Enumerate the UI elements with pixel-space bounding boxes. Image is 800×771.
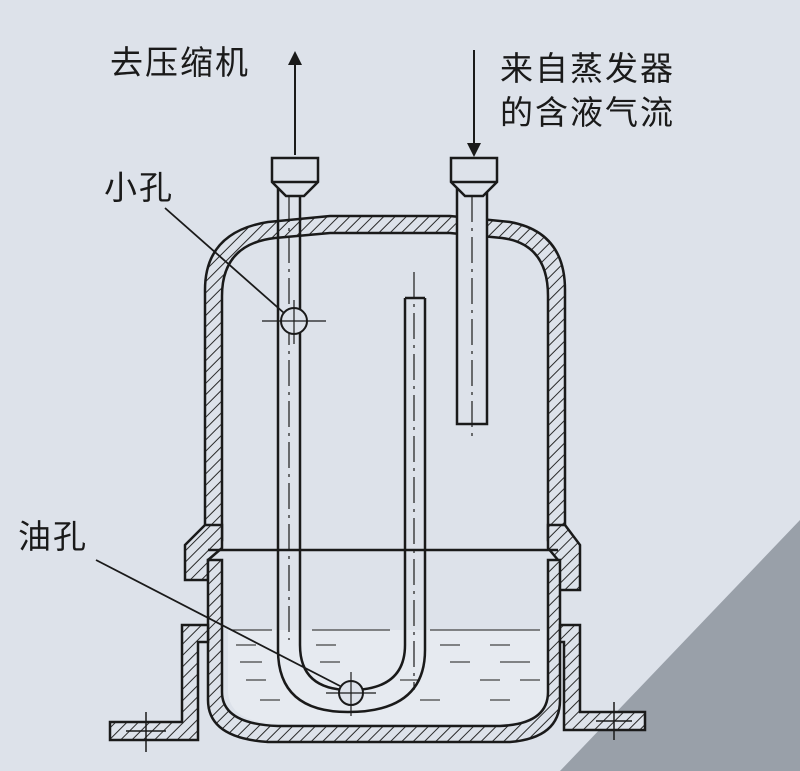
- mounting-foot-left: [108, 623, 210, 742]
- label-from-evaporator-line2: 的含液气流: [500, 93, 675, 132]
- outlet-pipe-cap: [270, 156, 320, 198]
- label-oil-hole: 油孔: [18, 517, 88, 556]
- liquid-level: [228, 629, 548, 724]
- centerlines: [288, 196, 473, 690]
- small-hole-leader: [164, 207, 285, 314]
- mounting-foot-right: [558, 623, 647, 732]
- oil-hole-leader: [95, 559, 341, 687]
- corner-shade: [560, 520, 800, 771]
- label-small-hole: 小孔: [104, 168, 174, 207]
- small-hole: [262, 300, 326, 344]
- shell-lower: [206, 558, 562, 744]
- oil-hole: [326, 672, 376, 716]
- label-to-compressor: 去压缩机: [110, 43, 250, 82]
- label-from-evaporator-line1: 来自蒸发器: [500, 49, 675, 88]
